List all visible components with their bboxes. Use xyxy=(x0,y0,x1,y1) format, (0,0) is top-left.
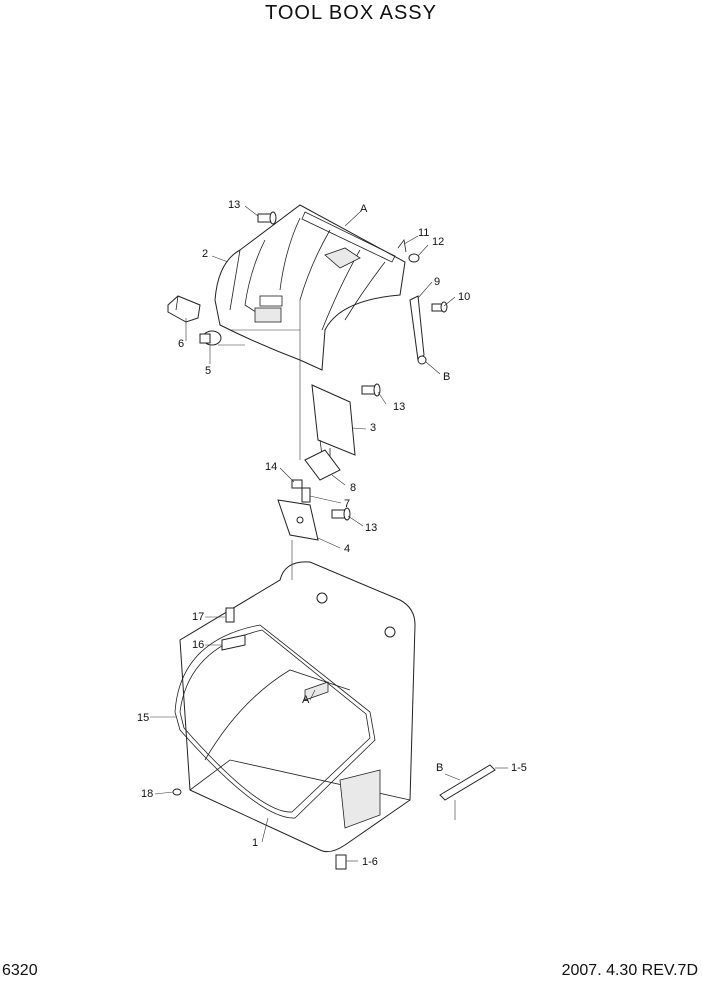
callout-1-5: 1-5 xyxy=(511,762,527,774)
callout-17: 17 xyxy=(192,611,204,623)
callout-15: 15 xyxy=(137,712,149,724)
callout-13: 13 xyxy=(393,401,405,413)
part-6-latch xyxy=(167,295,201,323)
part-1-5-bracket xyxy=(439,764,496,801)
callout-11: 11 xyxy=(418,227,429,239)
part-5-knob xyxy=(199,330,222,346)
callout-5: 5 xyxy=(205,365,211,377)
part-15-seal xyxy=(174,624,376,819)
part-13-bolt-lower xyxy=(331,507,351,521)
callout-9: 9 xyxy=(434,276,440,288)
part-13-bolt-middle xyxy=(361,383,381,397)
part-3-hinge-plate xyxy=(311,384,356,459)
part-1-6-bolt xyxy=(335,854,347,870)
callout-7: 7 xyxy=(344,498,350,510)
part-11-pin xyxy=(397,239,407,253)
part-13-bolt-upper xyxy=(257,211,277,225)
callout-12: 12 xyxy=(432,236,444,248)
page-number: 6320 xyxy=(2,962,38,979)
callout-A: A xyxy=(360,203,368,215)
callout-18: 18 xyxy=(141,788,153,800)
part-2-cover xyxy=(214,204,406,371)
callout-labels: 13 A 11 12 2 9 10 B 6 5 13 3 14 8 7 13 4… xyxy=(137,199,527,868)
callout-10: 10 xyxy=(458,291,470,303)
part-16-pad xyxy=(221,634,246,651)
part-1-tool-box-body xyxy=(179,561,416,853)
part-12-washer xyxy=(408,253,420,263)
part-14-bolt xyxy=(291,479,303,489)
callout-16: 16 xyxy=(192,639,204,651)
part-10-bolt xyxy=(431,301,448,313)
callout-1: 1 xyxy=(252,837,258,849)
callout-A: A xyxy=(302,694,310,706)
callout-6: 6 xyxy=(178,338,184,350)
callout-13: 13 xyxy=(365,522,377,534)
part-8-bracket xyxy=(304,449,341,481)
callout-4: 4 xyxy=(344,543,350,555)
revision-date: 2007. 4.30 REV.7D xyxy=(561,962,698,979)
callout-13: 13 xyxy=(228,199,240,211)
callout-3: 3 xyxy=(370,422,376,434)
drawing-title: TOOL BOX ASSY xyxy=(265,2,437,24)
callout-2: 2 xyxy=(202,248,208,260)
part-18-plug xyxy=(172,788,182,796)
callout-14: 14 xyxy=(265,461,277,473)
leader-lines xyxy=(150,205,508,862)
callout-8: 8 xyxy=(350,482,356,494)
callout-1-6: 1-6 xyxy=(362,856,378,868)
part-9-stay xyxy=(409,295,427,365)
part-17-bolt xyxy=(225,607,235,623)
callout-B: B xyxy=(443,371,450,383)
callout-B: B xyxy=(436,762,443,774)
part-7-pin xyxy=(301,487,311,503)
part-4-lower-hinge xyxy=(277,499,319,541)
